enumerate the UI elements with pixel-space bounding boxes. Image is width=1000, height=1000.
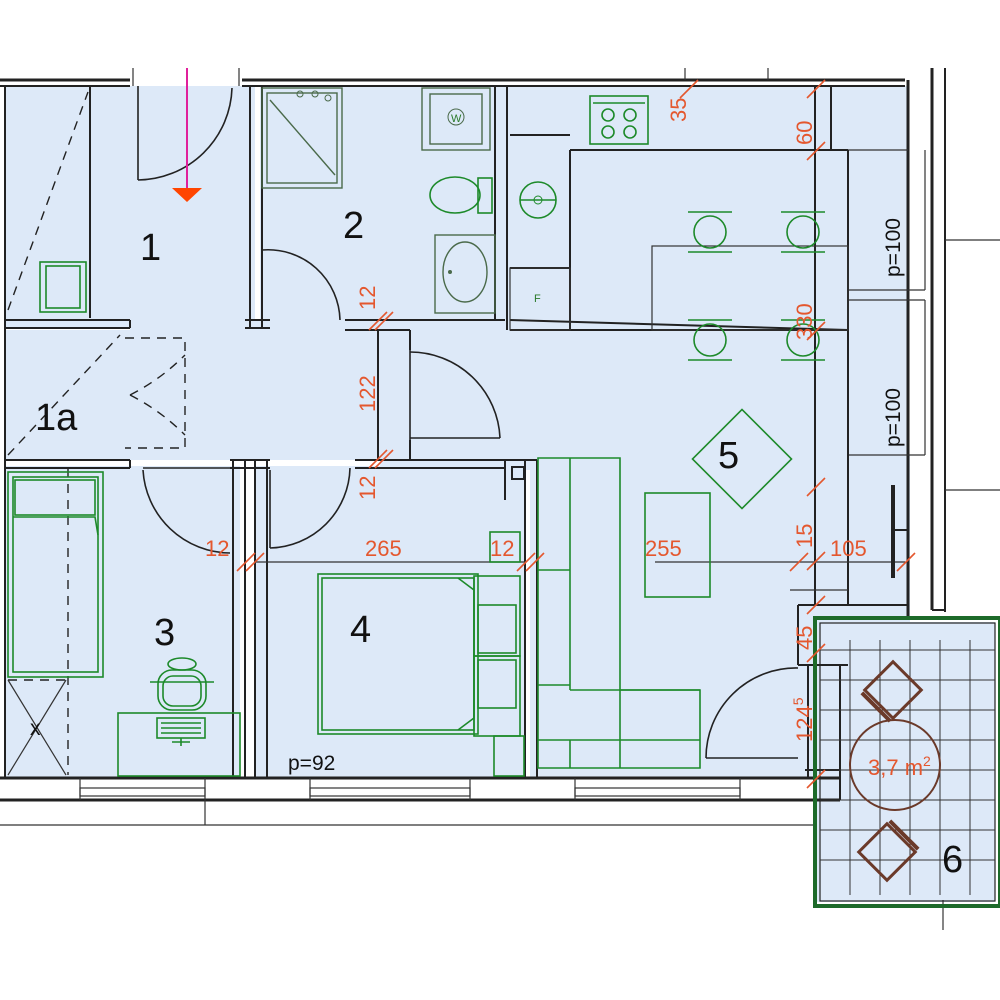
kitchen-sink [519,181,557,219]
bathroom-door [261,248,341,321]
dim-15: 15 [792,524,817,548]
dining-table [651,211,849,361]
dimension-ticks [236,79,916,789]
closet-x-label: x [30,717,41,740]
furniture: W F [7,87,908,777]
chair [781,211,825,253]
room-6-label: 6 [942,839,963,881]
room-1a-label: 1a [35,397,78,439]
dim-60: 60 [792,121,817,145]
room-1a-fill [5,330,135,460]
living-room-door [409,350,501,440]
room-4-fill [255,466,525,778]
single-bed [7,471,104,678]
walls [0,68,1000,930]
room-1-fill [5,86,255,328]
room-1-label: 1 [140,227,161,269]
office-chair [150,657,214,711]
corner-sofa [537,457,701,769]
dim-122: 122 [355,375,380,412]
room-4-label: 4 [350,609,371,651]
p100-bottom-label: p=100 [882,388,905,447]
balcony [813,616,1000,908]
room-3-label: 3 [154,612,175,654]
tv [891,485,908,578]
room-5-entry-fill [380,455,535,470]
dim-35: 35 [666,98,691,122]
room-5-label: 5 [718,435,739,477]
dim-124: 1245 [790,697,817,742]
room-6-fill [815,622,995,902]
p92-label: p=92 [288,752,335,775]
desk [117,712,241,777]
room-fills [5,86,995,902]
fridge: F [509,267,571,331]
balcony-chair-bottom [856,819,920,883]
fridge-label: F [534,293,541,305]
balcony-table [849,719,941,811]
room-4-door [269,467,351,549]
balcony-area: 3,7 m2 [868,753,931,780]
bathroom-sink [434,234,496,314]
double-bed [317,531,525,777]
dim-12-mid: 12 [355,476,380,500]
annotations: p=100 p=100 p=92 [288,218,905,775]
washing-machine: W [421,87,491,151]
p100-top-label: p=100 [882,218,905,277]
room-numbers: 1 1a 2 3 4 5 6 [35,205,963,881]
dim-12-top: 12 [355,286,380,310]
room-2-label: 2 [343,205,364,247]
entrance-door [137,86,233,181]
chair [781,319,825,361]
room-3-door [142,467,231,554]
entry-marker [172,68,202,202]
toilet [429,176,493,214]
dim-45: 45 [792,626,817,650]
living-room-rug [691,408,793,510]
dim-255: 255 [645,536,682,561]
dim-330: 330 [792,303,817,340]
balcony-door [705,667,799,759]
room-5-fill [380,86,908,461]
dim-105: 105 [830,536,867,561]
hall-fill [130,320,380,460]
room-3-fill [5,466,240,778]
dimension-labels: 35 60 12 122 12 330 12 265 12 255 15 105… [205,98,931,780]
shoe-cabinet [39,261,87,313]
chair [688,319,732,361]
stove [589,95,649,145]
chair [688,211,732,253]
shower [261,87,343,189]
coffee-table [644,492,711,598]
dim-12-left: 12 [205,536,229,561]
wc-label: W [451,113,462,125]
doors [137,86,799,759]
dim-265: 265 [365,536,402,561]
dim-12-center: 12 [490,536,514,561]
wardrobes: x [7,91,186,776]
balcony-chair-top [860,659,924,723]
